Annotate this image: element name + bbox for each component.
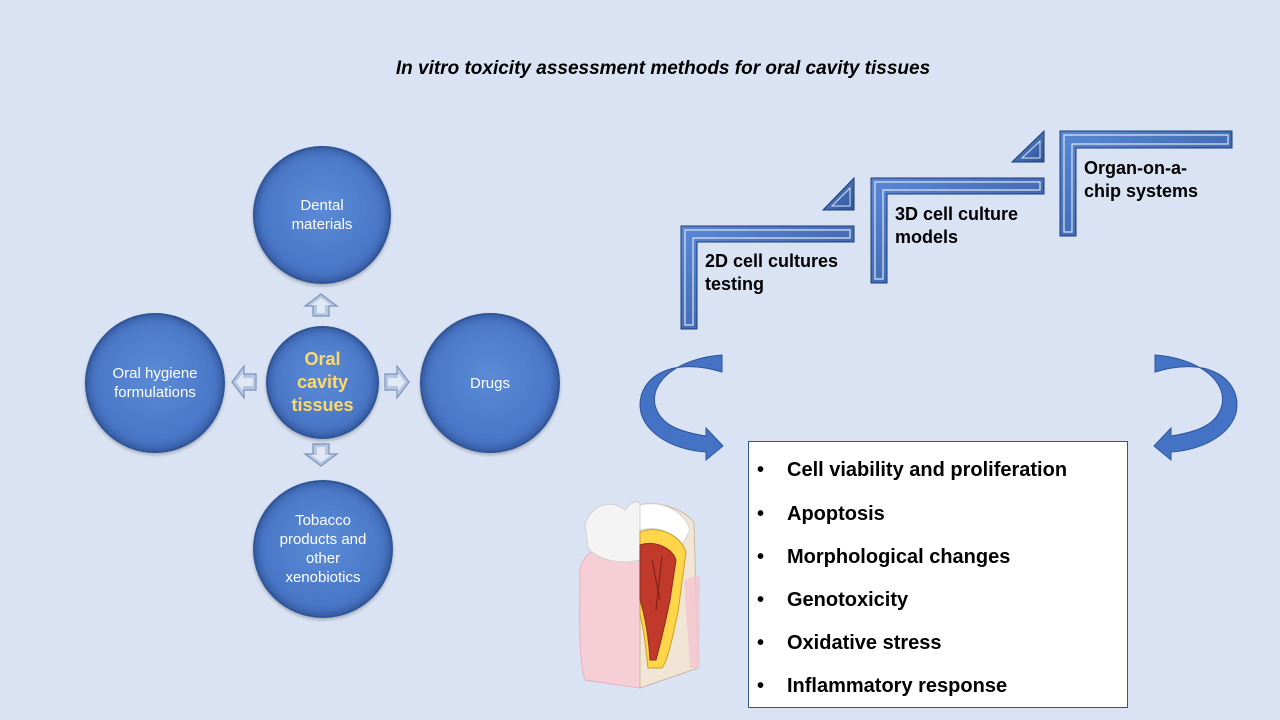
circle-oral-cavity-tissues: Oral cavity tissues bbox=[266, 326, 379, 439]
endpoints-box: •Cell viability and proliferation •Apopt… bbox=[748, 441, 1128, 708]
step-bracket-1 bbox=[680, 225, 855, 330]
circle-drugs-label: Drugs bbox=[469, 374, 510, 392]
bullet-icon: • bbox=[757, 546, 765, 568]
bullet-icon: • bbox=[757, 632, 765, 654]
arrow-up-icon bbox=[303, 293, 339, 317]
curved-arrow-right-icon bbox=[1153, 354, 1238, 462]
step-triangle-1 bbox=[821, 176, 855, 211]
arrow-right-icon bbox=[384, 364, 410, 400]
circle-tobacco-label: Tobacco products and other xenobiotics bbox=[279, 512, 367, 586]
step-label-3: Organ-on-a-chip systems bbox=[1084, 158, 1199, 201]
bullet-icon: • bbox=[757, 503, 765, 525]
step-label-1: 2D cell cultures testing bbox=[705, 251, 839, 294]
arrow-down-icon bbox=[303, 443, 339, 467]
step-bracket-2 bbox=[870, 177, 1045, 284]
circle-drugs: Drugs bbox=[420, 313, 560, 453]
bullet-icon: • bbox=[757, 589, 765, 611]
curved-arrow-left-icon bbox=[639, 354, 724, 462]
circle-tobacco: Tobacco products and other xenobiotics bbox=[253, 480, 393, 618]
bullet-icon: • bbox=[757, 675, 765, 697]
circle-dental-materials: Dental materials bbox=[253, 146, 391, 284]
circle-oral-hygiene-label: Oral hygiene formulations bbox=[112, 365, 198, 401]
center-label: Oral cavity tissues bbox=[291, 349, 354, 415]
bullet-icon: • bbox=[757, 459, 765, 481]
arrow-left-icon bbox=[231, 364, 257, 400]
step-bracket-3 bbox=[1059, 130, 1233, 237]
circle-dental-materials-label: Dental materials bbox=[291, 197, 353, 233]
step-label-2: 3D cell culture models bbox=[895, 204, 1019, 247]
diagram-title: In vitro toxicity assessment methods for… bbox=[395, 58, 931, 79]
step-triangle-2 bbox=[1010, 129, 1045, 163]
circle-oral-hygiene: Oral hygiene formulations bbox=[85, 313, 225, 453]
tooth-illustration bbox=[579, 501, 700, 689]
